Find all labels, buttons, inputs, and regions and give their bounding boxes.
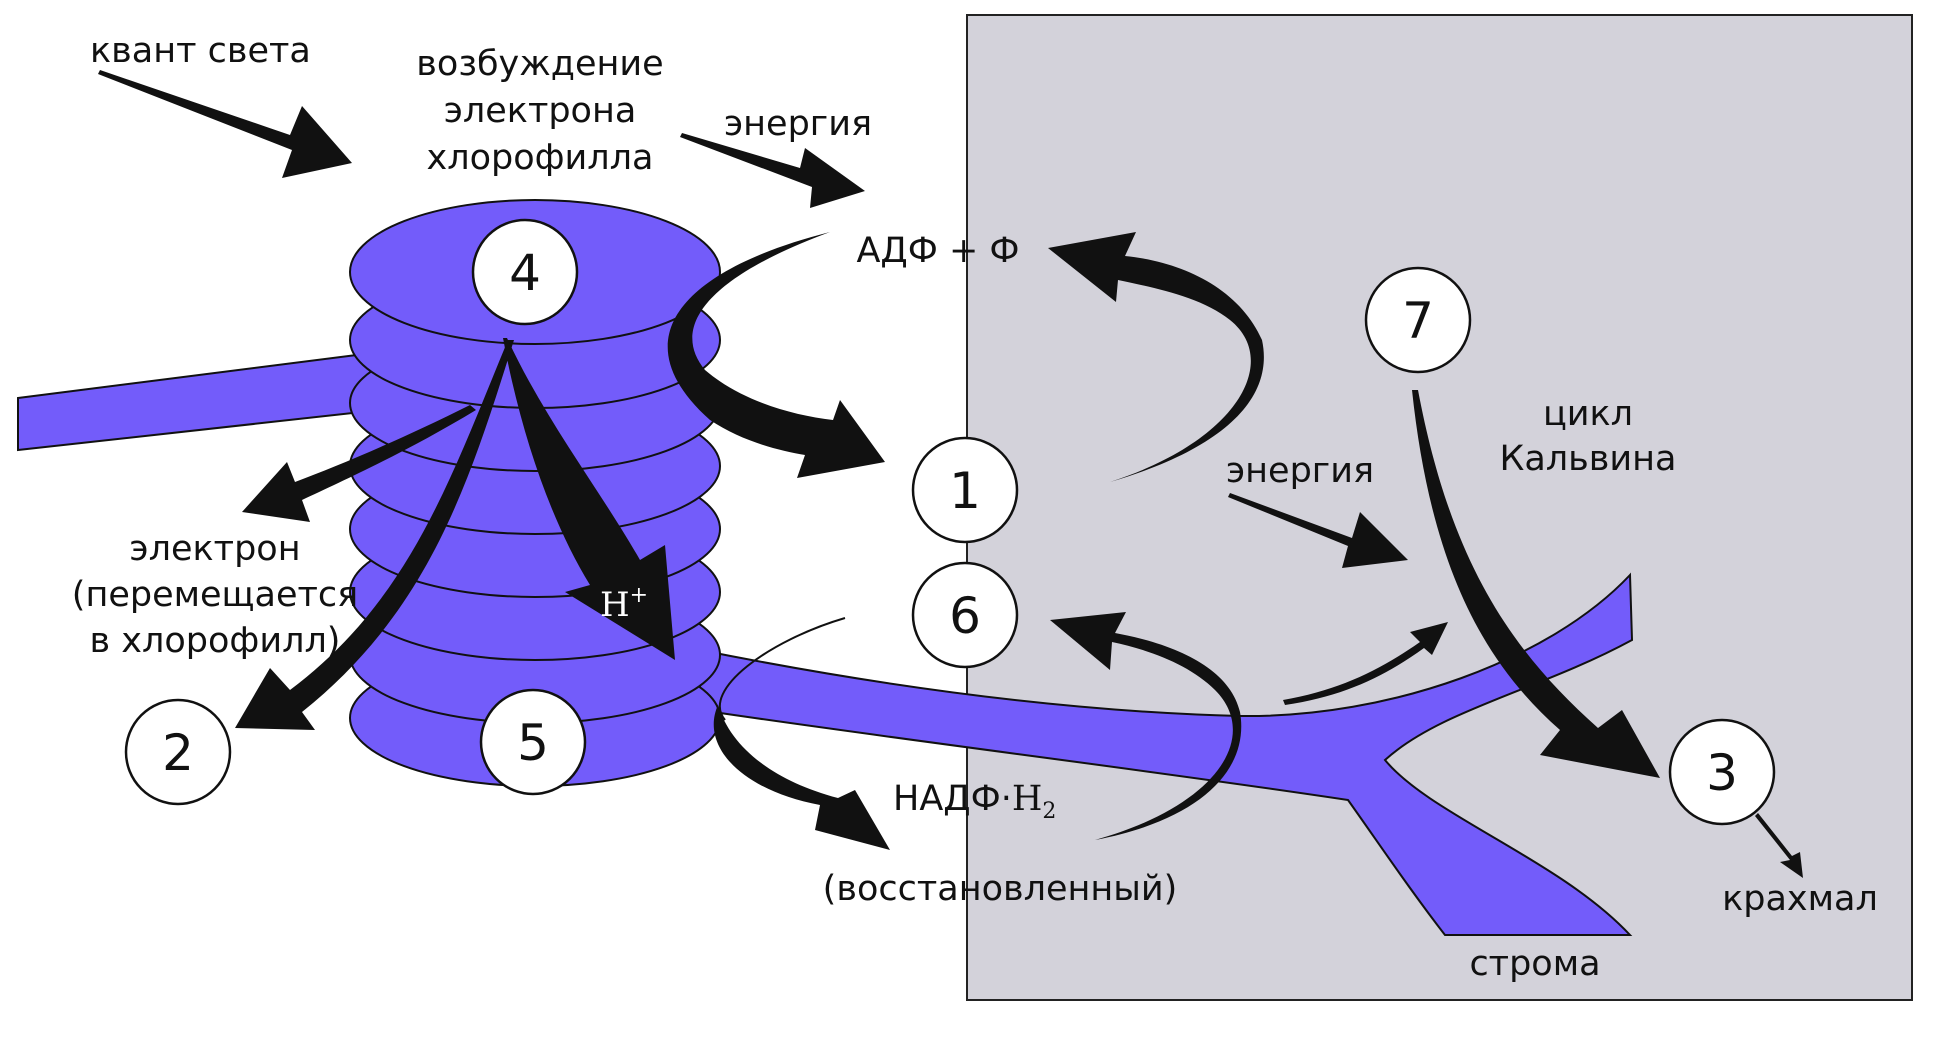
marker-5 — [479, 688, 587, 796]
membrane-junction-line — [718, 617, 846, 721]
light-quantum-label: квант света — [90, 31, 311, 71]
energy-mid-label: энергия — [1226, 451, 1374, 491]
marker-1 — [911, 436, 1019, 544]
h-ion-arrow — [503, 338, 675, 660]
marker-7 — [1364, 266, 1472, 374]
light-quantum-arrow — [98, 70, 352, 178]
electron-label-1: электрон — [129, 529, 300, 569]
calvin-label-2: Кальвина — [1500, 439, 1677, 479]
marker-2 — [124, 698, 232, 806]
reduced-label: (восстановленный) — [823, 869, 1178, 909]
calvin-label-1: цикл — [1543, 394, 1633, 434]
marker-4-label: 4 — [509, 244, 541, 302]
marker-6 — [911, 561, 1019, 669]
adp-to-atp-arrow — [667, 232, 885, 478]
excitation-label-3: хлорофилла — [427, 138, 654, 178]
excitation-label-2: электрона — [444, 91, 637, 131]
electron-label-3: в хлорофилл) — [90, 621, 341, 661]
atp-to-adp-arrow — [1048, 232, 1264, 482]
h-ion-label: H+ — [600, 583, 648, 625]
marker-4 — [471, 218, 579, 326]
energy-top-label: энергия — [724, 104, 872, 144]
marker-1-label: 1 — [949, 462, 981, 520]
thylakoid-membrane-left — [17, 350, 381, 452]
electron-arrow-to-2 — [235, 340, 514, 730]
starch-arrow — [1755, 813, 1803, 878]
marker-3-label: 3 — [1706, 744, 1738, 802]
nadp-return-arrow — [1050, 612, 1242, 840]
energy-arrow-mid — [1228, 493, 1408, 568]
electron-label-2: (перемещается — [72, 575, 358, 615]
marker-3 — [1668, 718, 1776, 826]
electron-arrow-to-label — [242, 405, 476, 522]
marker-7-label: 7 — [1402, 292, 1434, 350]
marker-5-label: 5 — [517, 714, 549, 772]
marker-6-label: 6 — [949, 587, 981, 645]
nadph-arrow — [713, 705, 890, 850]
marker-2-label: 2 — [162, 724, 194, 782]
excitation-label-1: возбуждение — [416, 44, 663, 84]
adp-p-label: АДФ + Ф — [856, 231, 1019, 271]
nadph-label: НАДФ·H2 — [893, 779, 1056, 824]
starch-label: крахмал — [1722, 879, 1878, 919]
energy-arrow-top — [680, 133, 865, 208]
lamella-to-calvin-arrow — [1283, 622, 1448, 705]
stroma-label: строма — [1469, 944, 1600, 984]
calvin-to-starch-arrow — [1412, 390, 1660, 778]
